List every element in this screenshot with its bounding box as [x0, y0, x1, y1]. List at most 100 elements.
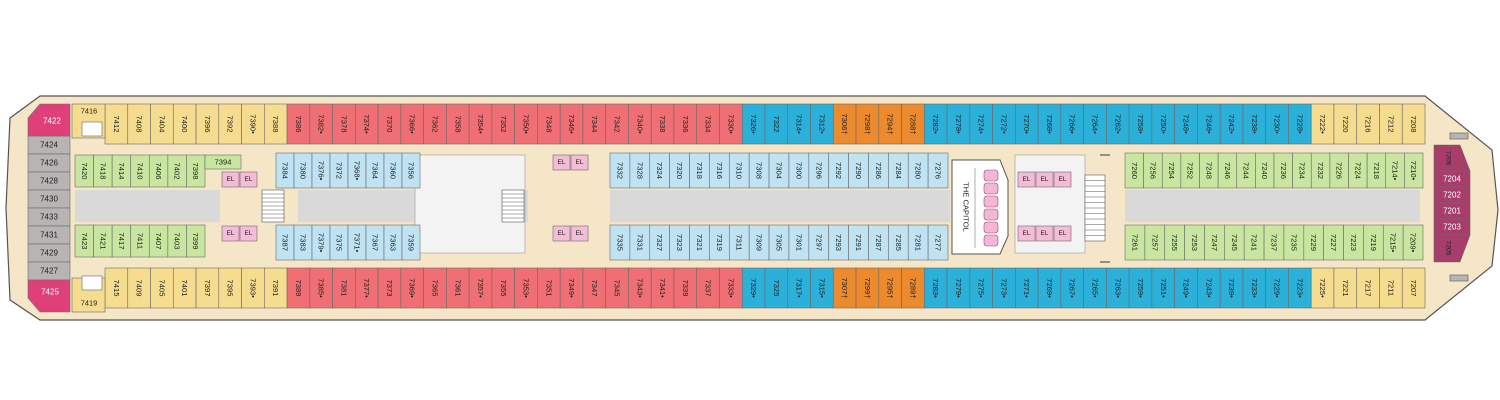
cabin-number: 7360	[389, 162, 398, 179]
cabin-number: 7246•	[1204, 114, 1213, 134]
cabin: 7414	[111, 154, 132, 188]
cabin: 7255	[1164, 224, 1185, 261]
cabin-number: 7363	[389, 234, 398, 251]
cabin: 7236	[1273, 152, 1293, 189]
cabin: 7324	[649, 152, 670, 189]
cabin-number: 7262•	[1113, 114, 1122, 134]
cabin: 7305	[768, 224, 790, 261]
elevator: EL	[1017, 171, 1036, 188]
cabin-number: 7350•	[522, 114, 531, 134]
cabin: 7271•	[1015, 267, 1039, 309]
cabin: 7408	[127, 103, 151, 145]
cabin-number: 7261	[1130, 234, 1139, 251]
cabin-number: 7339	[681, 280, 690, 297]
cabin: 7229•	[1265, 267, 1289, 309]
cabin-box	[1404, 152, 1424, 189]
cabin-number: 7420	[80, 163, 89, 180]
cabin: 7384	[275, 152, 295, 189]
cabin: 7279•	[946, 267, 971, 309]
cabin-number: 7377•	[362, 278, 371, 298]
cabin: 7372	[329, 152, 349, 189]
cabin: 7261	[1124, 224, 1146, 261]
cabin-number: 7401	[180, 280, 189, 297]
cabin: 7312•	[810, 103, 834, 145]
cabin-number: 7256	[1148, 162, 1157, 179]
cabin-fore-top: 7206	[1433, 144, 1471, 172]
cabin: 7243•	[1197, 267, 1221, 309]
cabin: 7267•	[1060, 267, 1084, 309]
cabin-number: 7246	[1223, 162, 1232, 179]
cabin: 7286	[868, 152, 889, 189]
cabin-number: 7215•	[1389, 233, 1398, 253]
cabin-number: 7291	[854, 234, 863, 251]
cabin-number: 7351	[544, 280, 553, 297]
cabin: 7391	[264, 267, 288, 309]
corridor	[610, 190, 950, 222]
cabin-number: 7248•	[1182, 114, 1191, 134]
cabin-number: 7354•	[476, 114, 485, 134]
cabin-number: 7239•	[1227, 278, 1236, 298]
cabin-number: 7255	[1170, 234, 1179, 251]
cabin-box	[1402, 224, 1424, 261]
cabin-number: 7208	[1409, 116, 1418, 133]
cabin-number: 7397	[203, 280, 212, 297]
cabin: 7329•	[741, 267, 766, 309]
cabin-number: 7294†	[886, 113, 895, 134]
cabin-number: 7236	[1279, 162, 1288, 179]
cabin-number: 7301	[794, 234, 803, 251]
cabin: 7257	[1144, 224, 1166, 261]
cabin: 7399	[186, 224, 206, 258]
cabin-number: 7322	[772, 116, 781, 133]
cabin: 7262•	[1106, 103, 1130, 145]
mooring-mark	[1449, 132, 1469, 140]
elevator-label: EL	[1023, 230, 1031, 237]
cabin-fore-bottom: 7205	[1433, 234, 1471, 263]
venue-the-capitol: THE CAPITOL	[951, 159, 1009, 255]
cabin-number: 7376•	[317, 161, 326, 181]
cabin: 7241	[1243, 224, 1265, 261]
cabin: 7210•	[1404, 152, 1424, 189]
cabin: 7370	[377, 103, 402, 145]
elevator-box	[1053, 225, 1072, 242]
cabin: 7246•	[1197, 103, 1221, 145]
cabin: 7309	[748, 224, 770, 261]
cabin-number: 7419	[81, 299, 97, 308]
cabin: 7266•	[1060, 103, 1084, 145]
cabin-number: 7427	[40, 267, 58, 276]
cabin: 7226	[1329, 152, 1349, 189]
cabin: 7412	[104, 103, 129, 145]
cabin-number: 7312•	[817, 114, 826, 134]
cabin: 7401	[172, 267, 197, 309]
cabin-number: 7257	[1150, 234, 1159, 251]
cabin-number: 7408	[135, 116, 144, 133]
cabin: 7327	[649, 224, 670, 261]
cabin: 7265•	[1083, 267, 1107, 309]
cabin-number: 7404	[157, 116, 166, 133]
cabin: 7348	[537, 103, 561, 145]
cabin: 7224	[1348, 152, 1368, 189]
cabin-number: 7234	[1297, 162, 1306, 179]
cabin-number: 7357•	[476, 278, 485, 298]
cabin: 7315•	[810, 267, 834, 309]
cabin-number: 7372	[335, 162, 344, 179]
elevator-label: EL	[558, 230, 566, 237]
cabin-number: 7244	[1242, 162, 1251, 179]
cabin: 7219	[1363, 224, 1384, 261]
cabin: 7235	[1283, 224, 1305, 261]
cabin-number: 7327	[655, 234, 664, 251]
cabin-number: 7370	[385, 116, 394, 133]
elevator-label: EL	[1041, 230, 1049, 237]
cabin-number: 7269•	[1045, 278, 1054, 298]
cabin: 7330•	[719, 103, 743, 145]
cabin-number: 7281	[914, 234, 923, 251]
cabin-number: 7406	[154, 163, 163, 180]
cabin: 7403	[167, 224, 187, 258]
cabin-number: 7430	[40, 195, 58, 204]
cabin: 7308	[748, 152, 770, 189]
cabin-number: 7268•	[1045, 114, 1054, 134]
cabin: 7280	[907, 152, 929, 189]
